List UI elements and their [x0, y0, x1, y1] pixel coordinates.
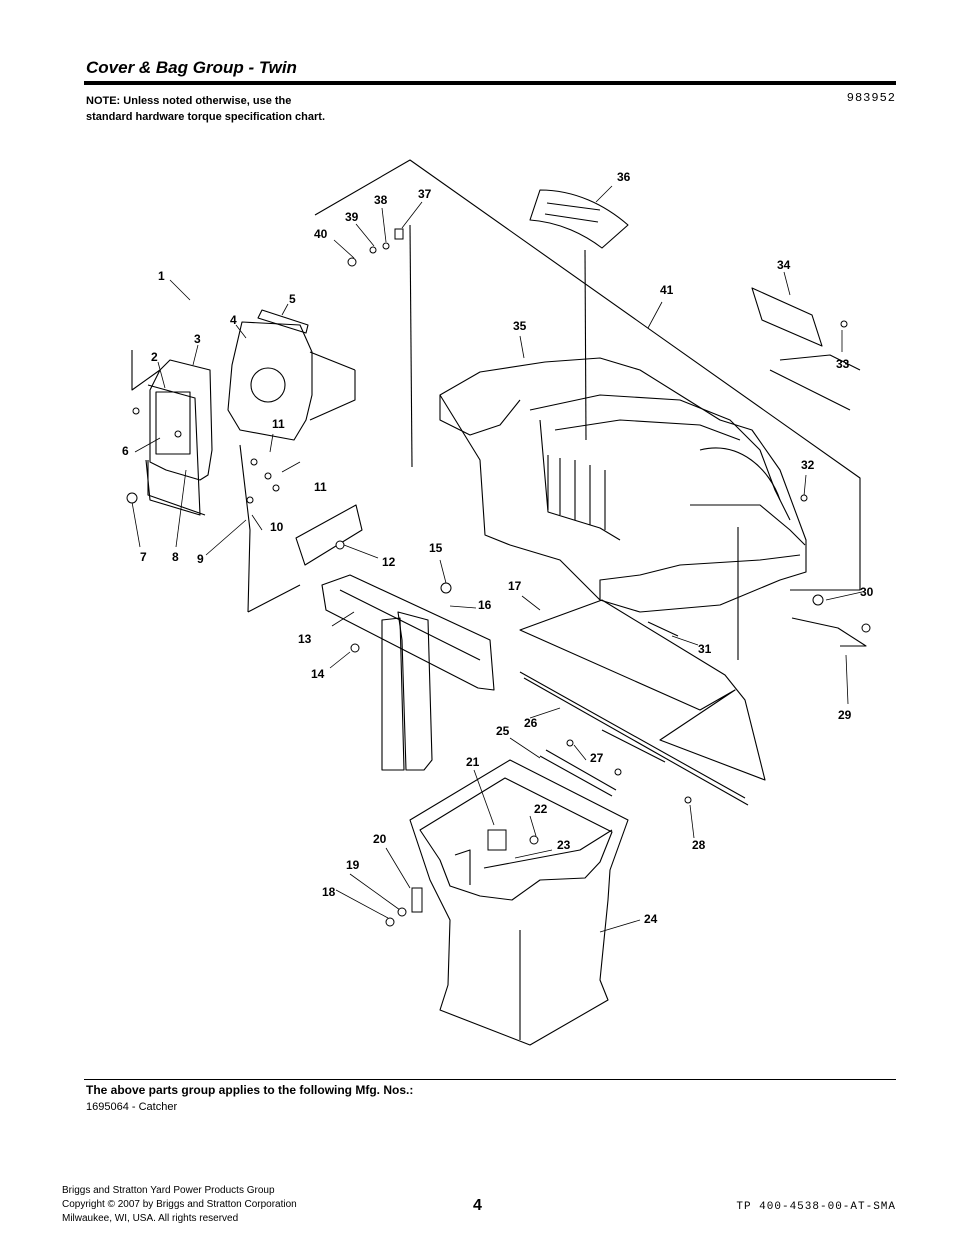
callout-30: 30 — [860, 585, 874, 599]
callout-35: 35 — [513, 319, 527, 333]
callout-13: 13 — [298, 632, 312, 646]
callout-5: 5 — [289, 292, 296, 306]
callout-40: 40 — [314, 227, 328, 241]
callout-28: 28 — [692, 838, 706, 852]
callout-41: 41 — [660, 283, 674, 297]
footer-copyright: Copyright © 2007 by Briggs and Stratton … — [62, 1199, 297, 1210]
callout-26: 26 — [524, 716, 538, 730]
callout-12: 12 — [382, 555, 396, 569]
footer-company-block: Briggs and Stratton Yard Power Products … — [62, 1184, 297, 1226]
callout-1: 1 — [158, 269, 165, 283]
torque-note: NOTE: Unless noted otherwise, use the st… — [86, 95, 326, 123]
callout-21: 21 — [466, 755, 480, 769]
catcher-bag — [409, 759, 629, 1046]
callout-23: 23 — [557, 838, 571, 852]
callout-20: 20 — [373, 832, 387, 846]
callout-16: 16 — [478, 598, 492, 612]
callout-38: 38 — [374, 193, 388, 207]
callout-7: 7 — [140, 550, 147, 564]
side-plate — [227, 321, 313, 441]
mfg-number-item: 1695064 - Catcher — [86, 1101, 178, 1113]
callout-2: 2 — [151, 350, 158, 364]
callout-25: 25 — [496, 724, 510, 738]
callout-4: 4 — [230, 313, 237, 327]
plate-34 — [751, 287, 823, 347]
callout-11b: 11 — [314, 480, 327, 494]
callout-36: 36 — [617, 170, 631, 184]
callout-22: 22 — [534, 802, 548, 816]
callout-3: 3 — [194, 332, 201, 346]
callout-14: 14 — [311, 667, 325, 681]
callout-37: 37 — [418, 187, 432, 201]
callout-6: 6 — [122, 444, 129, 458]
cover-hood — [439, 357, 807, 613]
diagram-number: 983952 — [846, 91, 896, 105]
callout-8: 8 — [172, 550, 179, 564]
callout-24: 24 — [644, 912, 658, 926]
footer-company: Briggs and Stratton Yard Power Products … — [62, 1185, 275, 1196]
doc-code: TP 400-4538-00-AT-SMA — [736, 1201, 896, 1213]
exploded-parts-diagram: 1 2 3 4 5 6 7 8 9 10 11 11 12 13 14 15 1… — [122, 159, 874, 1046]
applies-heading: The above parts group applies to the fol… — [86, 1083, 414, 1097]
page-number: 4 — [473, 1197, 482, 1214]
callout-34: 34 — [777, 258, 791, 272]
callout-31: 31 — [698, 642, 712, 656]
callout-27: 27 — [590, 751, 604, 765]
callout-32: 32 — [801, 458, 815, 472]
callout-19: 19 — [346, 858, 360, 872]
callout-18: 18 — [322, 885, 336, 899]
callout-17: 17 — [508, 579, 522, 593]
callout-11a: 11 — [272, 417, 285, 431]
footer-location: Milwaukee, WI, USA. All rights reserved — [62, 1213, 239, 1224]
panel-36 — [529, 189, 629, 249]
callout-39: 39 — [345, 210, 359, 224]
callout-10: 10 — [270, 520, 284, 534]
applies-rule — [84, 1079, 896, 1080]
callout-9: 9 — [197, 552, 204, 566]
callout-29: 29 — [838, 708, 852, 722]
title-rule — [84, 81, 896, 85]
callout-15: 15 — [429, 541, 443, 555]
callout-33: 33 — [836, 357, 850, 371]
page-title: Cover & Bag Group - Twin — [86, 58, 297, 77]
